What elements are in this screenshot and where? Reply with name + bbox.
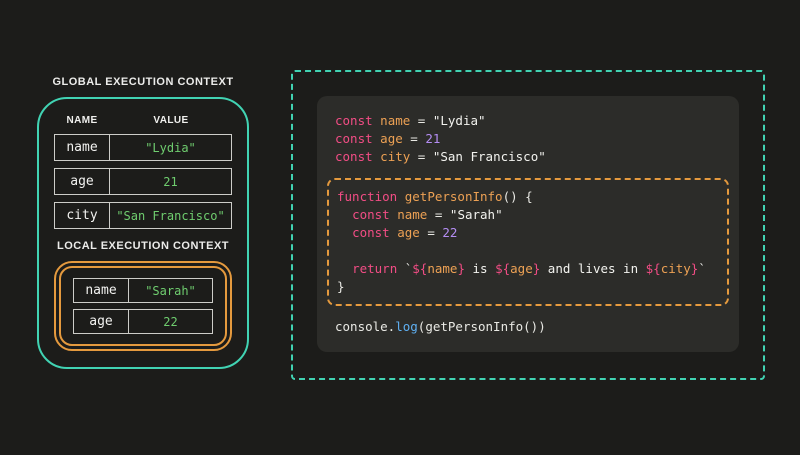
code-line: const city = "San Francisco" [335, 148, 721, 166]
code-token [337, 225, 352, 240]
code-line [337, 242, 719, 260]
code-token: "Lydia" [432, 113, 486, 128]
code-line: function getPersonInfo() { [337, 188, 719, 206]
variable-name-cell: city [54, 202, 110, 229]
code-token: const [352, 207, 390, 222]
code-token: age [380, 131, 403, 146]
code-token: name [397, 207, 428, 222]
local-context-label: LOCAL EXECUTION CONTEXT [56, 240, 230, 252]
execution-context-panel: GLOBAL EXECUTION CONTEXT NAME VALUE name… [37, 76, 249, 369]
variable-name-cell: name [54, 134, 110, 161]
code-line: } [337, 278, 719, 296]
code-token: = [410, 113, 433, 128]
code-token: age [397, 225, 420, 240]
code-token: ` [698, 261, 706, 276]
table-header-name: NAME [66, 115, 98, 126]
code-token: console. [335, 319, 396, 334]
code-token: ${ [412, 261, 428, 276]
variable-value-cell: "San Francisco" [109, 202, 232, 229]
code-token: city [380, 149, 411, 164]
code-token: log [395, 319, 418, 334]
code-token: const [335, 113, 373, 128]
table-header-value: VALUE [153, 115, 189, 126]
code-line: const age = 22 [337, 224, 719, 242]
code-token: = [427, 207, 450, 222]
variable-value-cell: "Sarah" [128, 278, 213, 303]
code-token: } [337, 279, 345, 294]
code-token: city [660, 261, 691, 276]
function-code-lines: function getPersonInfo() { const name = … [337, 188, 719, 296]
code-token: is [464, 261, 496, 276]
code-token: return [352, 261, 398, 276]
code-token: } [690, 261, 699, 276]
global-context-label: GLOBAL EXECUTION CONTEXT [52, 76, 234, 88]
function-scope-box: function getPersonInfo() { const name = … [327, 178, 729, 306]
code-token: const [335, 131, 373, 146]
code-token: function [337, 189, 398, 204]
code-token: () { [502, 189, 533, 204]
code-token: = [402, 131, 426, 146]
variable-value-cell: 21 [109, 168, 232, 195]
variable-name-cell: age [54, 168, 110, 195]
code-line: console.log(getPersonInfo()) [335, 318, 721, 336]
code-token: ` [404, 261, 413, 276]
code-line: const name = "Lydia" [335, 112, 721, 130]
code-line: const age = 21 [335, 130, 721, 148]
code-token: } [457, 261, 465, 276]
code-line: const name = "Sarah" [337, 206, 719, 224]
code-token: const [335, 149, 373, 164]
table-row: name"Lydia" [54, 134, 232, 161]
code-token [337, 207, 352, 222]
code-token: ${ [495, 261, 511, 276]
code-token [337, 261, 352, 276]
code-token: and lives in [540, 261, 646, 276]
code-token: name [380, 113, 411, 128]
code-token: = [410, 149, 433, 164]
variable-value-cell: 22 [128, 309, 213, 334]
code-token: getPersonInfo [404, 189, 503, 204]
code-token: "San Francisco" [432, 149, 546, 164]
table-row: city"San Francisco" [54, 202, 232, 229]
code-bottom-lines: console.log(getPersonInfo()) [335, 318, 721, 336]
table-header: NAME VALUE [54, 115, 232, 126]
variable-value-cell: "Lydia" [109, 134, 232, 161]
code-token: = [419, 225, 443, 240]
variable-name-cell: age [73, 309, 129, 334]
code-token [397, 261, 405, 276]
table-row: name"Sarah" [73, 278, 213, 303]
code-line: return `${name} is ${age} and lives in $… [337, 260, 719, 278]
variable-name-cell: name [73, 278, 129, 303]
code-token: "Sarah" [449, 207, 503, 222]
code-token: const [352, 225, 390, 240]
code-token: 21 [425, 131, 441, 146]
code-token: (getPersonInfo()) [417, 319, 546, 334]
code-token [397, 189, 405, 204]
code-token: 22 [442, 225, 458, 240]
code-token: ${ [645, 261, 661, 276]
code-token: age [510, 261, 533, 276]
code-token: name [427, 261, 458, 276]
code-token: } [532, 261, 541, 276]
